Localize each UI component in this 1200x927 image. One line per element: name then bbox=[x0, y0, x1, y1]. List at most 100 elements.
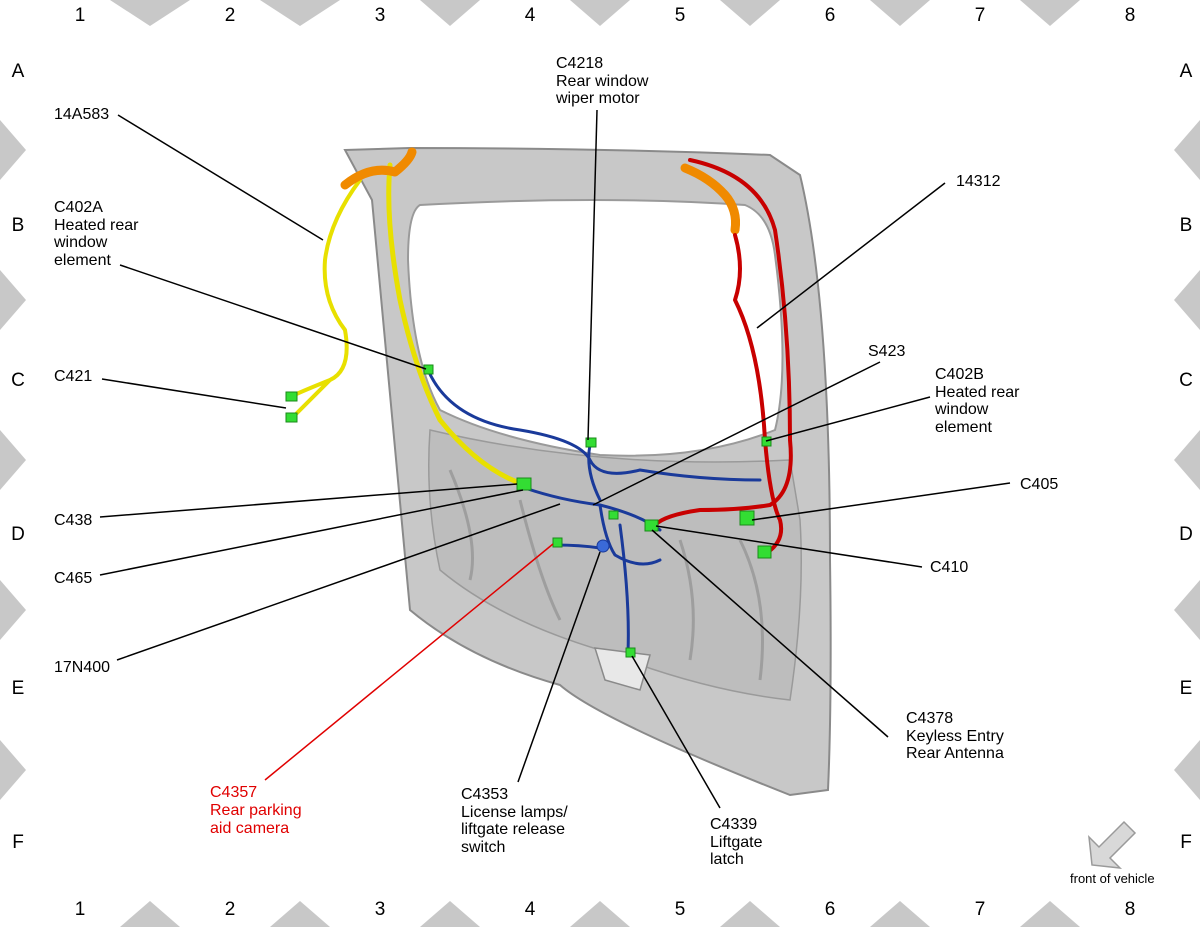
connector-c4353 bbox=[596, 539, 610, 553]
grid-marker bbox=[120, 901, 180, 927]
grid-marker bbox=[260, 0, 340, 26]
column-label-top: 7 bbox=[975, 5, 986, 26]
grid-marker bbox=[870, 901, 930, 927]
label-17n400: 17N400 bbox=[54, 659, 110, 676]
leader-c410 bbox=[655, 525, 923, 568]
row-label-right: C bbox=[1179, 370, 1193, 391]
red-harness-main bbox=[653, 158, 793, 527]
connector-c421-b bbox=[285, 412, 298, 423]
row-label-left: A bbox=[12, 61, 25, 82]
label-c402a: C402A Heated rear window element bbox=[53, 199, 143, 269]
label-c410: C410 bbox=[930, 559, 968, 576]
connector-c405 bbox=[739, 510, 755, 526]
leader-c4339 bbox=[631, 655, 721, 809]
connector-c4357 bbox=[552, 537, 563, 548]
column-label-bottom: 1 bbox=[75, 899, 86, 920]
row-label-left: C bbox=[11, 370, 25, 391]
liftgate-panel bbox=[343, 146, 832, 797]
grid-marker bbox=[0, 120, 26, 180]
leader-c4218 bbox=[587, 109, 598, 441]
grid-marker bbox=[420, 901, 480, 927]
label-c405: C405 bbox=[1020, 476, 1058, 493]
column-label-bottom: 5 bbox=[675, 899, 686, 920]
connector-c4378 bbox=[757, 545, 772, 559]
row-label-right: D bbox=[1179, 524, 1193, 545]
label-14312: 14312 bbox=[956, 173, 1001, 190]
label-c4218: C4218 Rear window wiper motor bbox=[555, 55, 653, 107]
grid-marker bbox=[0, 270, 26, 330]
grid-marker bbox=[0, 430, 26, 490]
leader-lines bbox=[99, 109, 1011, 809]
label-c4339: C4339 Liftgate latch bbox=[710, 816, 767, 868]
column-label-bottom: 6 bbox=[825, 899, 836, 920]
front-of-vehicle-label: front of vehicle bbox=[1070, 871, 1155, 886]
grid-marker bbox=[1174, 740, 1200, 800]
connector-c421-a bbox=[285, 391, 298, 402]
grid-marker bbox=[870, 0, 930, 26]
column-label-top: 1 bbox=[75, 5, 86, 26]
row-label-right: F bbox=[1180, 832, 1192, 853]
grid-marker bbox=[1020, 0, 1080, 26]
connectors bbox=[285, 364, 772, 658]
row-label-right: E bbox=[1180, 678, 1193, 699]
column-label-bottom: 2 bbox=[225, 899, 236, 920]
label-c4353: C4353 License lamps/ liftgate release sw… bbox=[461, 786, 572, 856]
connector-c410 bbox=[644, 519, 659, 532]
callout-labels: C4218 Rear window wiper motor 14A583 C40… bbox=[53, 55, 1058, 868]
leader-c465 bbox=[99, 489, 524, 576]
yellow-harness-main bbox=[386, 162, 528, 488]
label-c4378: C4378 Keyless Entry Rear Antenna bbox=[906, 710, 1008, 762]
row-label-left: F bbox=[12, 832, 24, 853]
leader-c4353 bbox=[517, 551, 601, 783]
row-label-left: B bbox=[12, 215, 25, 236]
rear-window-opening bbox=[406, 199, 784, 457]
connector-c4218 bbox=[585, 437, 597, 448]
connector-c4339 bbox=[625, 647, 636, 658]
connector-c438 bbox=[516, 477, 532, 491]
inner-panel bbox=[428, 429, 802, 701]
grid-column-labels: 1 2 3 4 5 6 7 8 1 2 3 4 5 6 7 8 bbox=[75, 5, 1136, 920]
grid-marker bbox=[420, 0, 480, 26]
label-s423: S423 bbox=[868, 343, 905, 360]
column-label-top: 6 bbox=[825, 5, 836, 26]
harnesses bbox=[290, 147, 793, 654]
label-c421: C421 bbox=[54, 368, 92, 385]
leader-c4378 bbox=[651, 529, 889, 738]
grid-marker bbox=[720, 0, 780, 26]
yellow-harness-pigtail bbox=[290, 178, 362, 420]
column-label-top: 2 bbox=[225, 5, 236, 26]
label-c438: C438 bbox=[54, 512, 92, 529]
front-arrow-icon bbox=[1088, 820, 1137, 869]
grid-marker bbox=[270, 901, 330, 927]
grid-marker bbox=[570, 0, 630, 26]
leader-14312 bbox=[756, 182, 946, 329]
leader-c438 bbox=[99, 483, 518, 518]
row-label-right: B bbox=[1180, 215, 1193, 236]
leader-c402a bbox=[119, 264, 427, 370]
column-label-bottom: 3 bbox=[375, 899, 386, 920]
column-label-top: 3 bbox=[375, 5, 386, 26]
row-label-right: A bbox=[1180, 61, 1193, 82]
grid-marker bbox=[1020, 901, 1080, 927]
blue-harness-upper bbox=[426, 368, 762, 502]
blue-harness-lower bbox=[523, 486, 662, 654]
column-label-bottom: 7 bbox=[975, 899, 986, 920]
leader-17n400 bbox=[116, 503, 561, 661]
label-c402b: C402B Heated rear window element bbox=[934, 366, 1024, 436]
red-harness-branch bbox=[733, 233, 784, 554]
grid-marker bbox=[1174, 120, 1200, 180]
label-14a583: 14A583 bbox=[54, 106, 109, 123]
grid-marker bbox=[1174, 580, 1200, 640]
grid-marker bbox=[1174, 430, 1200, 490]
label-c4357: C4357 Rear parking aid camera bbox=[210, 784, 306, 837]
row-label-left: D bbox=[11, 524, 25, 545]
leader-c421 bbox=[101, 378, 287, 409]
panel-ribs bbox=[448, 469, 764, 681]
column-label-top: 4 bbox=[525, 5, 536, 26]
front-of-vehicle-indicator: front of vehicle bbox=[1070, 820, 1155, 886]
label-c465: C465 bbox=[54, 570, 92, 587]
leader-14a583 bbox=[117, 114, 324, 241]
